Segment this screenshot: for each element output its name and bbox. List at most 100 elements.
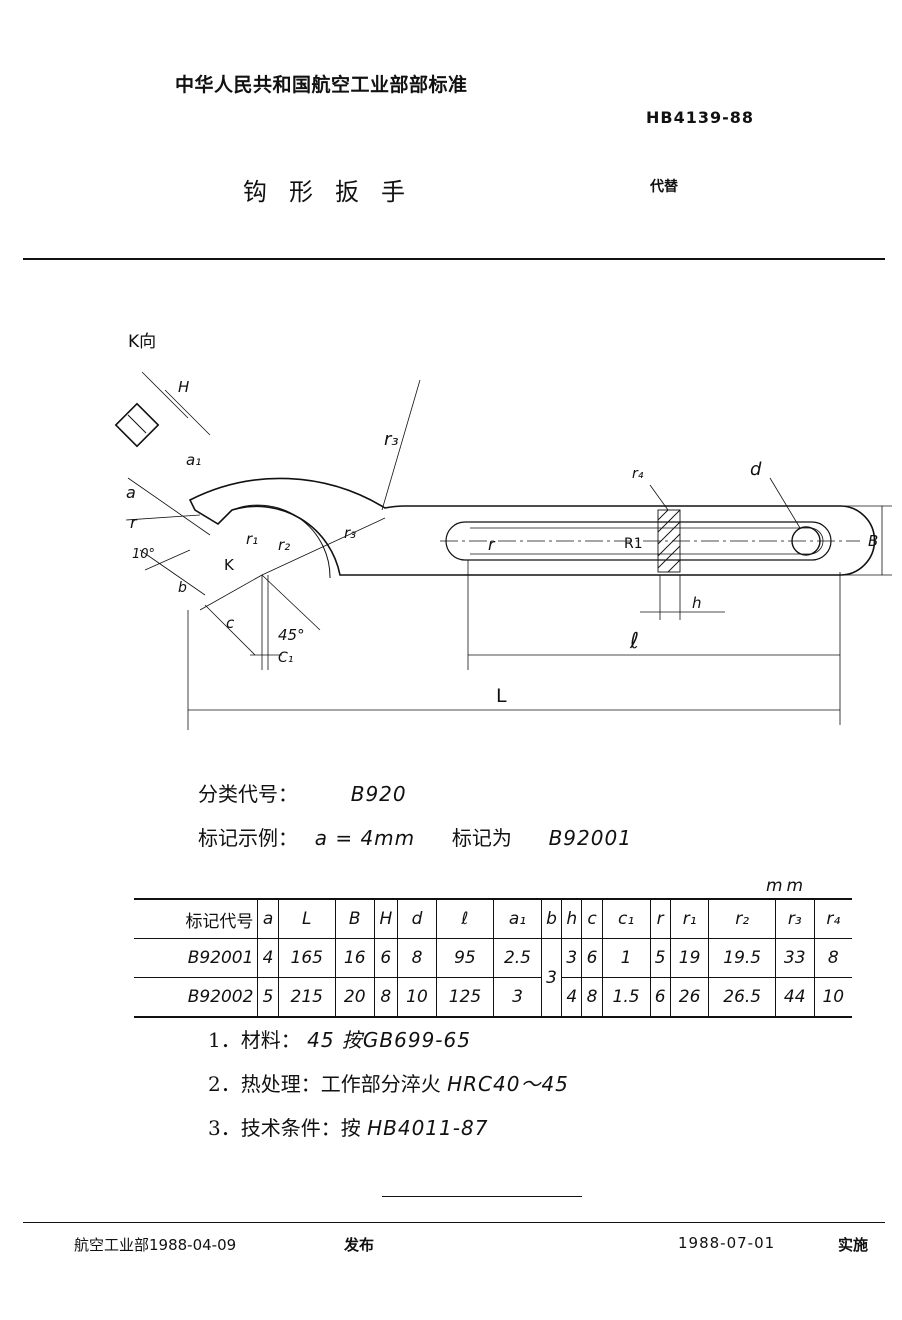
table-cell: 1: [601, 938, 651, 978]
table-cell: 10: [813, 977, 852, 1017]
dim-label-r4: r₄: [632, 466, 644, 482]
document-title: 钩形扳手: [243, 178, 427, 206]
table-cell: 19: [669, 938, 709, 978]
table-cell: 8: [581, 977, 603, 1017]
table-cell: 95: [435, 938, 494, 978]
table-cell: 4: [257, 938, 279, 978]
table-cell: 3: [493, 977, 542, 1017]
col-header: r₃: [774, 899, 815, 939]
table-cell: 6: [649, 977, 671, 1017]
table-cell: 8: [373, 977, 398, 1017]
note-item: 1．材料： 45 按GB699-65: [208, 1024, 471, 1053]
table-cell: 6: [373, 938, 398, 978]
col-header: a: [257, 899, 279, 939]
dim-label-a: a: [126, 483, 136, 502]
implemented-label: 实施: [838, 1236, 869, 1254]
dim-label-angle10: 10°: [132, 547, 155, 562]
dim-label-r2: r₂: [278, 536, 290, 554]
spec-table: 标记代号 a L B H d ℓ a₁ b h c c₁ r r₁ r₂ r₃ …: [134, 898, 852, 1018]
dim-label-b: b: [178, 580, 187, 596]
dim-label-c1: C₁: [278, 650, 293, 666]
table-cell: B92001: [134, 938, 258, 978]
dim-label-angle45: 45°: [278, 626, 305, 644]
note-value: HRC40～45: [447, 1072, 569, 1096]
table-cell: B92002: [187, 987, 254, 1007]
dim-label-slot-r: r: [488, 535, 496, 554]
col-header: a₁: [493, 899, 542, 939]
col-header: r₁: [669, 899, 709, 939]
dim-label-k: K: [224, 556, 235, 574]
col-header: b: [540, 899, 562, 939]
example-label: 标记示例：: [198, 826, 298, 850]
table-header-row: 标记代号 a L B H d ℓ a₁ b h c c₁ r r₁ r₂ r₃ …: [134, 899, 852, 939]
table-row: B92002 5 215 20 8 10 125 3 4 8 1.5 6 26 …: [134, 977, 852, 1017]
col-header: d: [397, 899, 437, 939]
table-cell: 26.5: [708, 977, 776, 1017]
table-cell: 5: [649, 938, 671, 978]
unit-label: mm: [766, 876, 808, 896]
table-cell: 6: [581, 938, 603, 978]
dim-label-L: L: [496, 685, 507, 707]
dim-label-a1: a₁: [186, 451, 201, 469]
table-cell: 3: [561, 938, 582, 978]
note-value: HB4011-87: [367, 1116, 489, 1140]
dim-label-h: h: [692, 594, 702, 612]
replaces-label: 代替: [650, 179, 678, 195]
k-view-section: [114, 371, 211, 448]
header-divider: [23, 258, 885, 260]
implementation-date: 1988-07-01: [678, 1234, 776, 1252]
table-cell: 10: [397, 977, 437, 1017]
example-value: a = 4mm: [314, 826, 416, 850]
hook-wrench-drawing: K向 H a₁ a r 10° b K r₁ r₂ r₃ r₃ c 45° C₁…: [114, 332, 892, 730]
table-cell: 8: [397, 938, 437, 978]
standard-organization: 中华人民共和国航空工业部部标准: [175, 74, 468, 96]
standard-code: HB4139-88: [646, 108, 755, 127]
dim-label-B: B: [868, 532, 878, 550]
note-item: 3．技术条件：按 HB4011-87: [208, 1112, 488, 1141]
table-cell: 215: [277, 977, 336, 1017]
issuer-date: 航空工业部1988-04-09: [74, 1236, 237, 1254]
view-label: K向: [128, 332, 156, 352]
table-cell: 4: [561, 977, 582, 1017]
marking-example-line: 标记示例： a = 4mm 标记为 B92001: [198, 822, 632, 851]
table-cell-merged: 3: [540, 938, 562, 1017]
col-header: ℓ: [435, 899, 494, 939]
col-header: r₂: [708, 899, 776, 939]
table-cell: 5: [257, 977, 279, 1017]
note-label: 3．技术条件：按: [208, 1116, 361, 1140]
note-item: 2．热处理：工作部分淬火 HRC40～45: [208, 1068, 569, 1097]
dim-label-r1: r₁: [246, 530, 258, 548]
table-cell: 8: [813, 938, 852, 978]
category-value: B920: [350, 782, 407, 806]
table-cell: 33: [774, 938, 815, 978]
dim-label-R1: R1: [624, 536, 643, 552]
example-mark-value: B92001: [548, 826, 632, 850]
table-cell: 19.5: [708, 938, 776, 978]
col-header: r: [649, 899, 671, 939]
note-value: 45 按GB699-65: [307, 1028, 471, 1052]
dim-label-l: ℓ: [629, 629, 639, 654]
col-header: B: [334, 899, 375, 939]
table-cell: 1.5: [601, 977, 651, 1017]
col-header: c₁: [601, 899, 651, 939]
dim-label-H: H: [178, 378, 189, 396]
note-label: 1．材料：: [208, 1028, 301, 1052]
col-header: L: [277, 899, 336, 939]
table-cell: 20: [334, 977, 375, 1017]
col-header: H: [373, 899, 398, 939]
handle-slot: [445, 521, 832, 561]
col-header: c: [581, 899, 603, 939]
dim-label-r3: r₃: [384, 429, 399, 450]
dim-label-d: d: [750, 459, 762, 480]
table-cell: 125: [435, 977, 494, 1017]
note-label: 2．热处理：工作部分淬火: [208, 1072, 441, 1096]
published-label: 发布: [344, 1236, 375, 1254]
dim-label-r3-inner: r₃: [344, 524, 356, 542]
category-line: 分类代号： B920: [198, 778, 407, 807]
example-mark-label: 标记为: [451, 826, 512, 850]
footer-divider: [23, 1222, 885, 1223]
col-header: 标记代号: [185, 911, 254, 932]
table-cell: 16: [334, 938, 375, 978]
table-cell: 165: [277, 938, 336, 978]
table-cell: 26: [669, 977, 709, 1017]
